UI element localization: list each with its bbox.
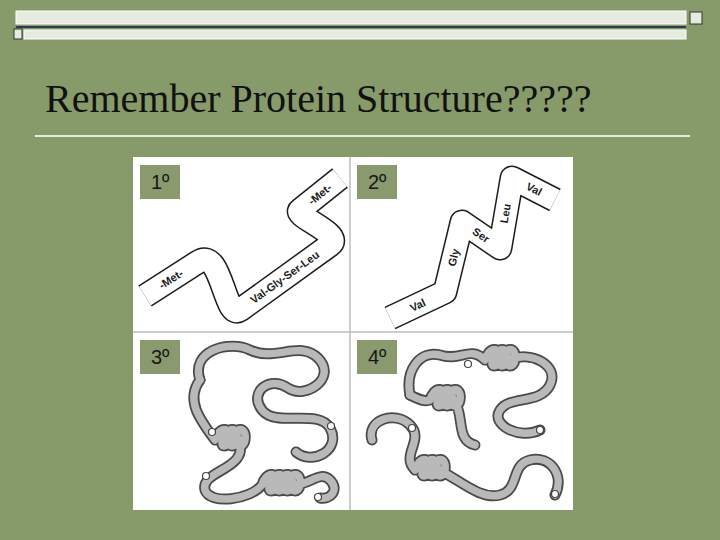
header-square bbox=[14, 29, 22, 39]
bond-marker bbox=[328, 423, 335, 430]
bond-marker bbox=[465, 361, 472, 368]
bond-marker bbox=[409, 425, 416, 432]
structure-panel: 4º bbox=[350, 332, 573, 510]
subunit-chain bbox=[410, 390, 475, 446]
header-bars bbox=[14, 11, 702, 39]
folded-chain bbox=[205, 440, 334, 499]
bond-marker bbox=[209, 429, 216, 436]
helix-ribbon bbox=[390, 178, 555, 318]
header-rule bbox=[16, 26, 686, 28]
ribbon-outline bbox=[145, 178, 555, 318]
bond-marker bbox=[315, 494, 322, 501]
bond-marker bbox=[552, 491, 559, 498]
slide-title: Remember Protein Structure????? bbox=[45, 76, 591, 122]
header-bar bbox=[24, 30, 686, 39]
figure-panel bbox=[133, 157, 573, 510]
panel-number: 1º bbox=[140, 165, 180, 199]
structure-panel: 2º bbox=[350, 157, 573, 332]
panel-divider bbox=[133, 331, 573, 333]
panel-number: 2º bbox=[357, 165, 397, 199]
title-rule bbox=[35, 135, 690, 137]
ribbon-fill bbox=[145, 178, 555, 318]
folded-chain bbox=[194, 380, 245, 446]
structure-panel: 3º bbox=[133, 332, 350, 510]
panel-number: 3º bbox=[140, 340, 180, 374]
bond-markers bbox=[203, 361, 559, 501]
subunit-chain bbox=[410, 390, 475, 446]
folded-chain bbox=[194, 380, 245, 446]
header-bar bbox=[16, 11, 686, 24]
panel-number: 4º bbox=[357, 340, 397, 374]
helix-ribbon bbox=[390, 178, 555, 318]
bond-marker bbox=[537, 427, 544, 434]
panel-divider bbox=[349, 157, 351, 510]
bond-marker bbox=[203, 473, 210, 480]
structure-panel: 1º bbox=[133, 157, 350, 332]
header-square bbox=[690, 12, 702, 24]
